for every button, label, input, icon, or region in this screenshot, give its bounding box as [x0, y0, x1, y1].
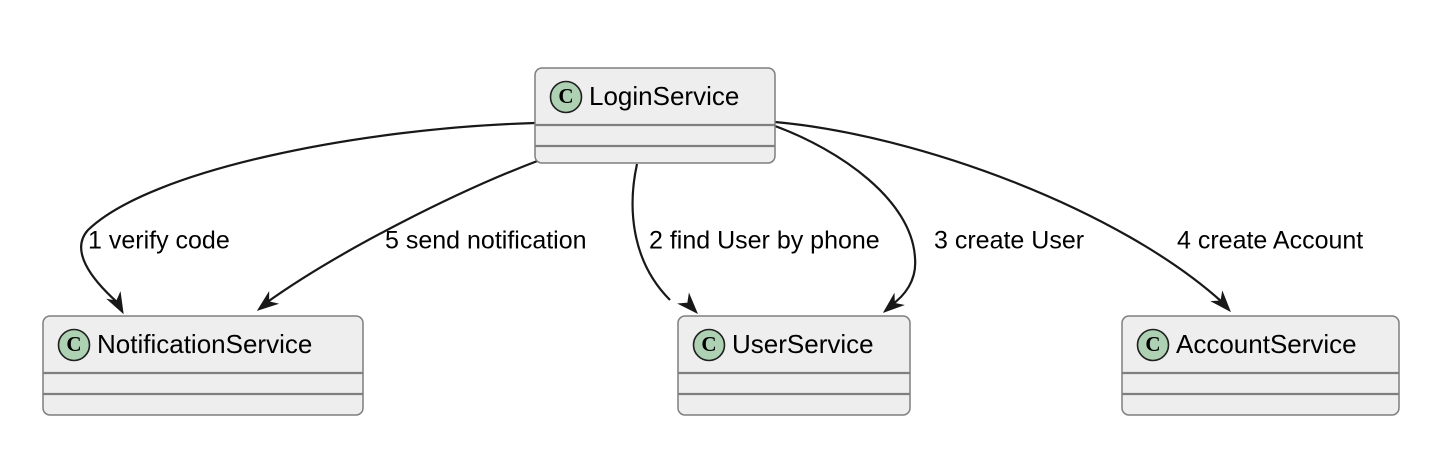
- class-stereotype-icon: [549, 80, 583, 114]
- class-stereotype-letter: C: [701, 332, 716, 356]
- edge-3: [774, 124, 917, 313]
- class-name-label: LoginService: [589, 81, 739, 111]
- edge-label-3: 3 create User: [934, 227, 1084, 255]
- class-box: [677, 315, 911, 416]
- edge-4: [774, 120, 1231, 313]
- edge-arrowhead: [882, 292, 905, 313]
- edge-2: [631, 163, 698, 315]
- edges-layer: [80, 120, 1231, 315]
- edge-line: [80, 121, 536, 304]
- class-box: [534, 67, 776, 164]
- edge-label-5: 5 send notification: [385, 227, 587, 255]
- edge-label-2: 2 find User by phone: [649, 227, 880, 255]
- edge-line: [265, 158, 541, 304]
- class-stereotype-icon: [57, 328, 91, 362]
- class-stereotype-icon: [692, 328, 726, 362]
- class-stereotype-letter: C: [558, 84, 573, 108]
- class-node-user-service[interactable]: C UserService: [677, 315, 911, 416]
- class-box: [42, 315, 364, 416]
- class-name-label: UserService: [732, 329, 874, 359]
- class-node-login-service[interactable]: C LoginService: [534, 67, 776, 164]
- class-box: [1121, 315, 1400, 416]
- edge-arrowhead: [256, 291, 280, 311]
- edge-labels-layer: 1 verify code 5 send notification 2 find U…: [88, 227, 1363, 255]
- edge-label-4: 4 create Account: [1177, 227, 1363, 255]
- edge-5: [256, 158, 541, 311]
- edge-1: [80, 121, 536, 315]
- edge-arrowhead: [677, 292, 698, 315]
- class-node-account-service[interactable]: C AccountService: [1121, 315, 1400, 416]
- class-stereotype-letter: C: [66, 332, 81, 356]
- class-name-label: AccountService: [1176, 329, 1357, 359]
- class-stereotype-letter: C: [1145, 332, 1160, 356]
- edge-line: [774, 124, 917, 307]
- edge-label-1: 1 verify code: [88, 227, 230, 255]
- class-node-notification-service[interactable]: C NotificationService: [42, 315, 364, 416]
- edge-line: [631, 163, 671, 301]
- class-name-label: NotificationService: [97, 329, 312, 359]
- edge-arrowhead: [1210, 290, 1231, 313]
- edge-arrowhead: [106, 291, 124, 315]
- class-stereotype-icon: [1136, 328, 1170, 362]
- edge-line: [774, 120, 1223, 303]
